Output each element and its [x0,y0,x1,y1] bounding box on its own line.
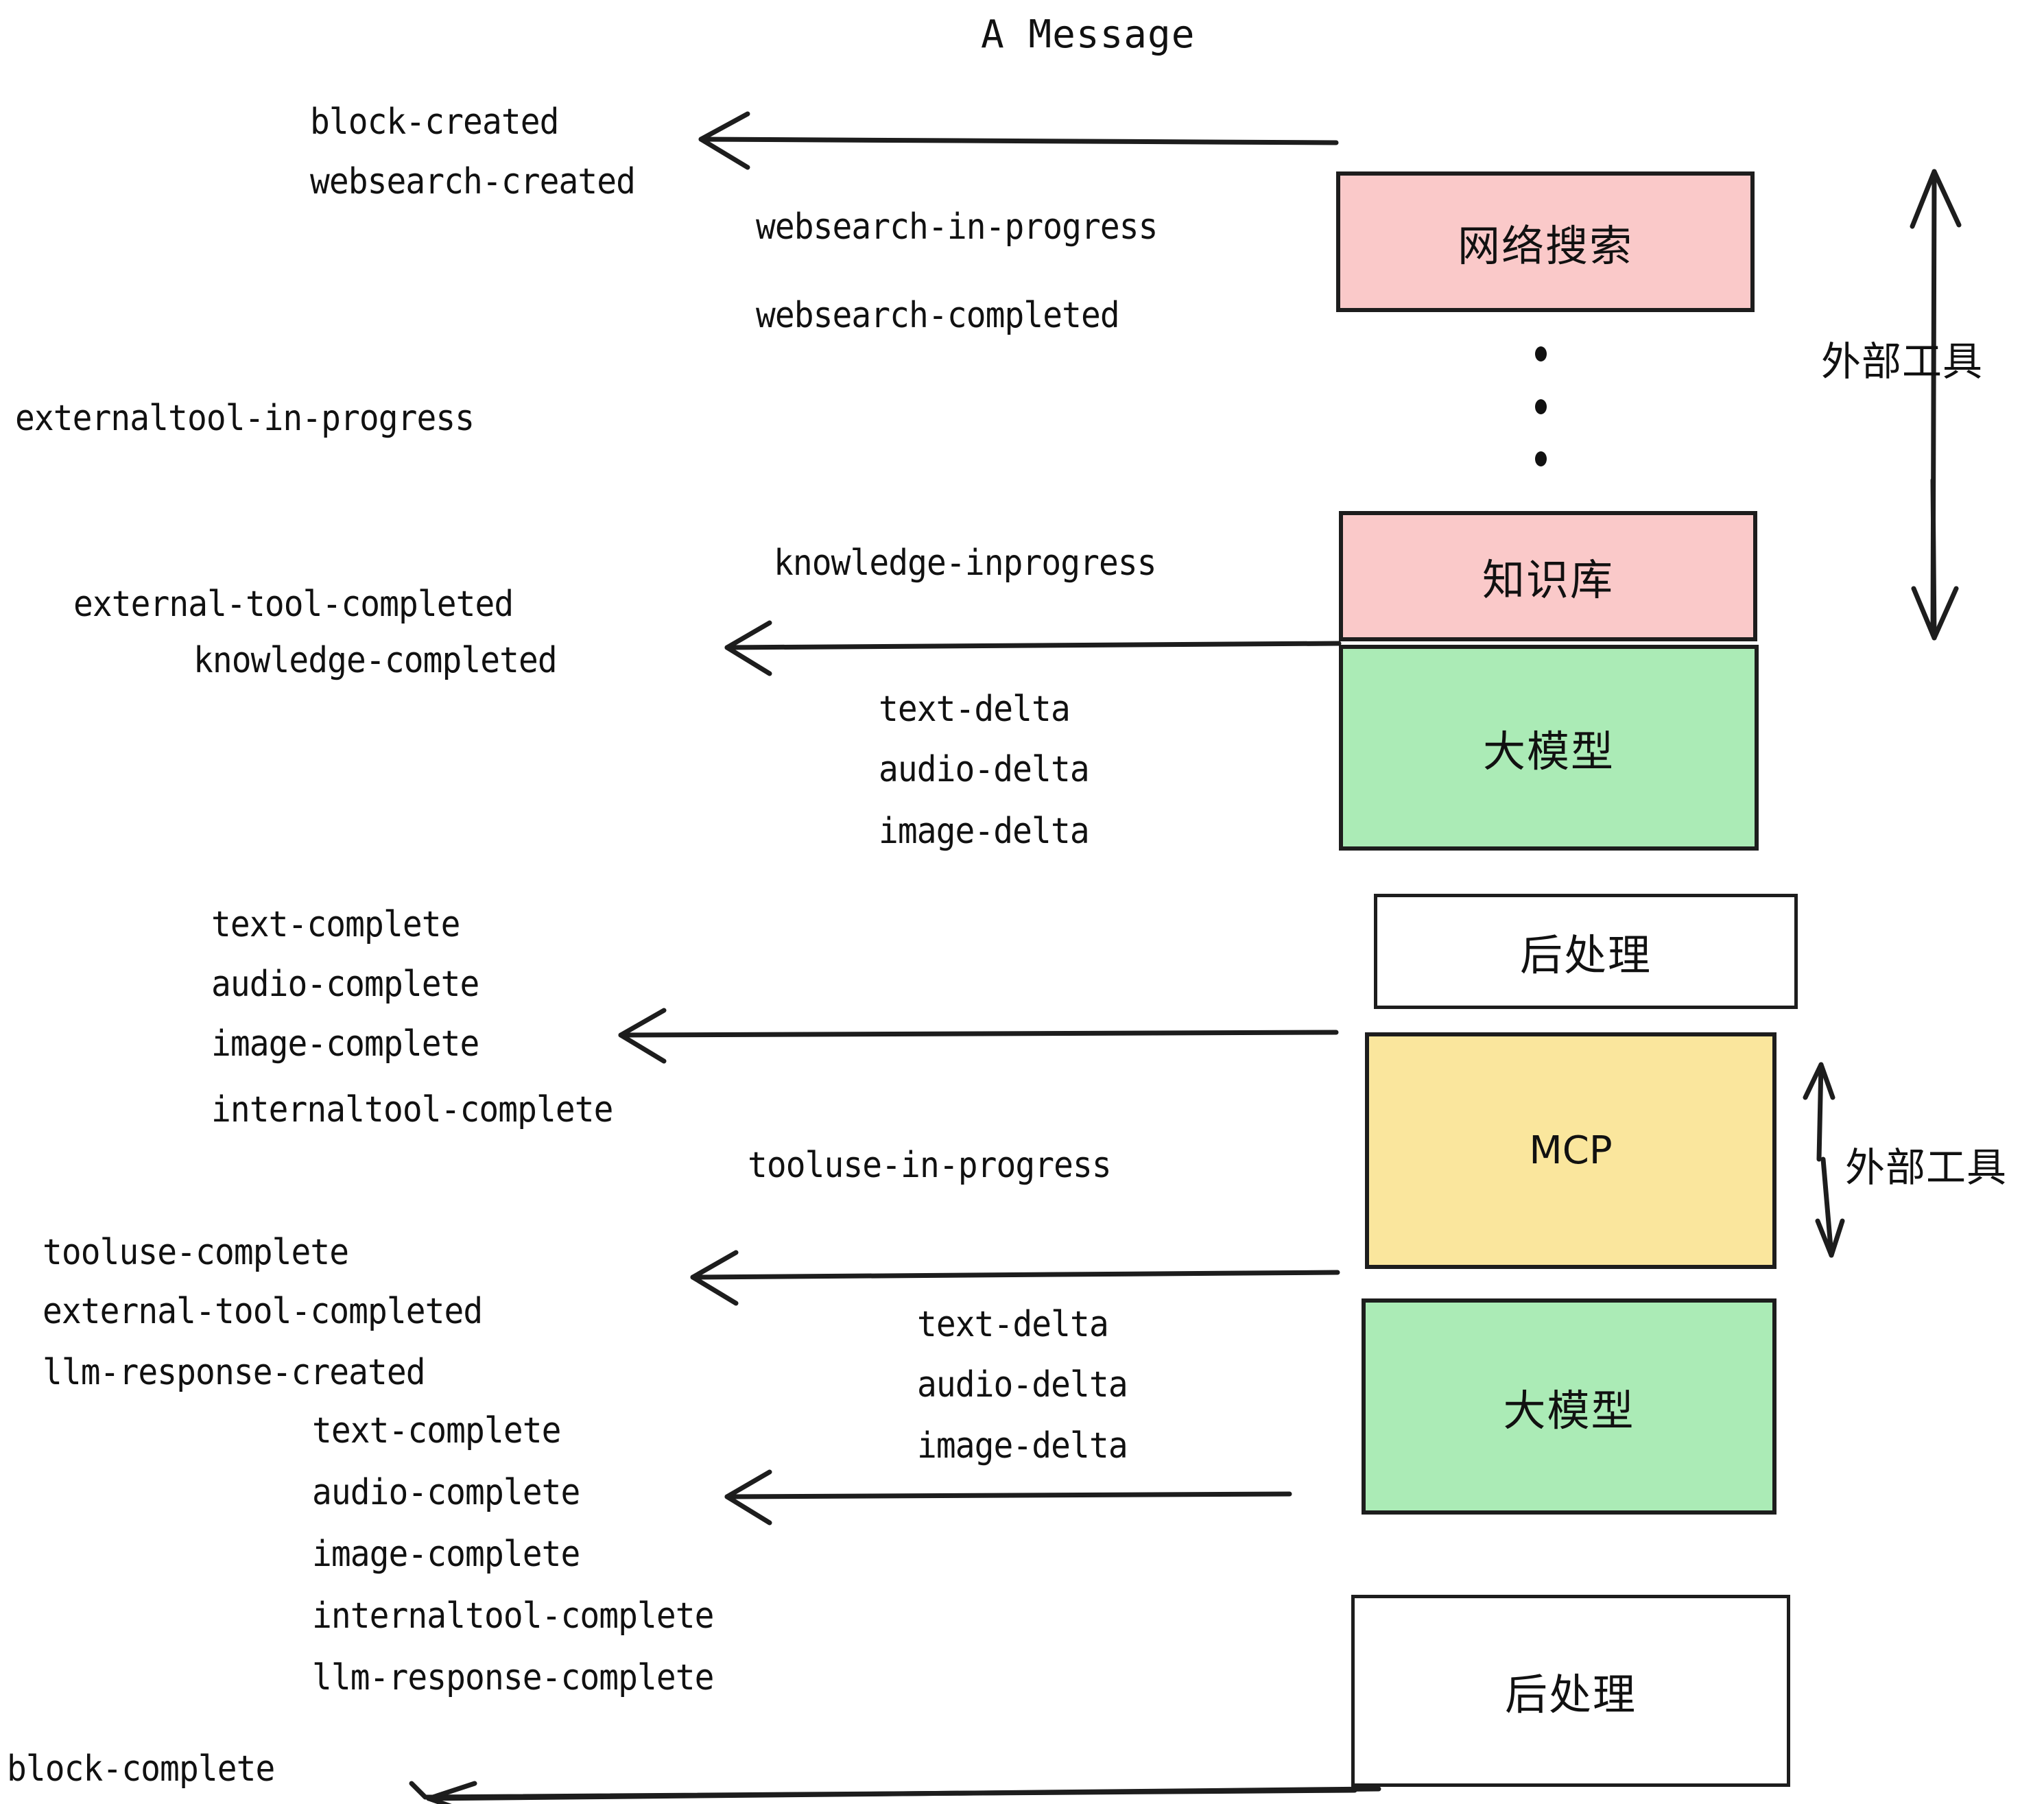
arrow-postprocessing-to-imagecomplete [618,1008,1339,1064]
node-llm-top[interactable]: 大模型 [1339,645,1759,851]
event-audio-complete-1: audio-complete [211,964,479,1005]
event-text-complete-1: text-complete [211,904,460,945]
event-llm-response-complete: llm-response-complete [312,1657,714,1698]
page-title: A Message [981,12,1196,57]
label-external-tools-bottom: 外部工具 [1845,1135,2007,1193]
event-audio-delta-2: audio-delta [917,1364,1128,1405]
event-image-delta-1: image-delta [879,811,1090,852]
vertical-ellipsis [1532,346,1549,466]
event-externaltool-in-progress: externaltool-in-progress [15,398,475,439]
event-tooluse-in-progress: tooluse-in-progress [748,1145,1112,1186]
event-knowledge-inprogress: knowledge-inprogress [774,543,1157,584]
event-text-delta-1: text-delta [879,689,1071,730]
event-image-complete-1: image-complete [211,1023,479,1065]
event-llm-response-created: llm-response-created [43,1352,426,1393]
event-tooluse-complete: tooluse-complete [43,1232,349,1273]
node-postprocessing-top[interactable]: 后处理 [1374,894,1798,1009]
node-mcp-label: MCP [1529,1128,1613,1173]
event-internaltool-complete-2: internaltool-complete [312,1595,714,1637]
ellipsis-dot [1534,346,1547,361]
event-knowledge-completed: knowledge-completed [193,640,558,681]
node-websearch-label: 网络搜索 [1457,220,1633,271]
node-postprocessing-bottom-label: 后处理 [1504,1670,1637,1720]
node-llm-bottom-label: 大模型 [1503,1385,1635,1436]
arrow-knowledge-to-knowledgecompleted [724,620,1342,676]
node-postprocessing-top-label: 后处理 [1519,930,1652,980]
node-llm-top-label: 大模型 [1482,726,1615,776]
label-external-tools-top: 外部工具 [1821,329,1983,387]
arrow-llm-to-audiocomplete [724,1469,1292,1526]
node-knowledge-base[interactable]: 知识库 [1339,511,1757,641]
node-knowledge-base-label: 知识库 [1482,555,1614,605]
ellipsis-dot [1534,451,1547,466]
event-external-tool-completed-2: external-tool-completed [43,1291,483,1332]
label-external-tools-top-text: 外部工具 [1821,338,1984,385]
arrow-external-tools-top [1910,169,1962,641]
arrow-external-tools-bottom [1803,1062,1845,1258]
node-llm-bottom[interactable]: 大模型 [1362,1298,1776,1515]
node-websearch[interactable]: 网络搜索 [1336,171,1755,312]
node-postprocessing-bottom[interactable]: 后处理 [1351,1595,1790,1787]
arrow-websearch-to-blockcreated [698,111,1339,170]
arrow-postprocessing-to-blockcomplete [409,1781,1381,1804]
event-websearch-in-progress: websearch-in-progress [756,206,1158,248]
event-websearch-completed: websearch-completed [756,295,1120,336]
ellipsis-dot [1534,399,1547,414]
event-audio-delta-1: audio-delta [879,749,1090,790]
event-block-complete: block-complete [7,1748,275,1790]
event-block-created: block-created [310,102,559,143]
event-text-complete-2: text-complete [312,1410,561,1451]
event-audio-complete-2: audio-complete [312,1472,580,1513]
arrow-mcp-to-tooluse-complete [690,1250,1340,1306]
event-external-tool-completed-1: external-tool-completed [73,584,514,625]
event-websearch-created: websearch-created [310,161,636,202]
label-external-tools-bottom-text: 外部工具 [1845,1144,2008,1191]
event-internaltool-complete-1: internaltool-complete [211,1089,613,1130]
event-image-complete-2: image-complete [312,1534,580,1575]
node-mcp[interactable]: MCP [1365,1032,1776,1269]
event-image-delta-2: image-delta [917,1425,1128,1467]
event-text-delta-2: text-delta [917,1304,1109,1345]
